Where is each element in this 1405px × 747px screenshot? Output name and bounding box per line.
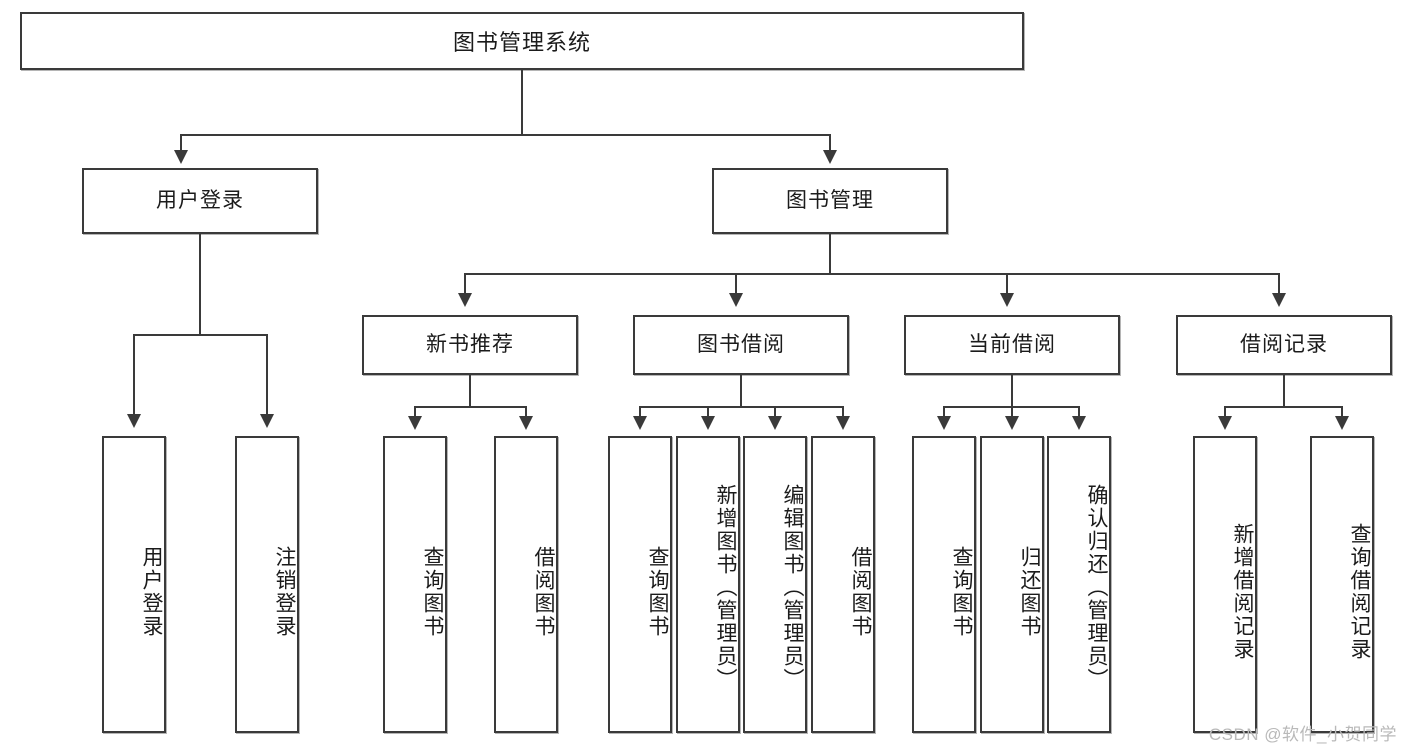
connector-nbr-drop-1: [525, 406, 527, 418]
connector-user-login-drop-0: [133, 334, 135, 416]
leaf-bb-borrow-book[interactable]: 借阅图书: [811, 436, 875, 733]
connector-bb-drop-2: [774, 406, 776, 418]
node-label: 借阅记录: [1240, 333, 1328, 357]
node-label: 借阅图书: [849, 545, 872, 638]
connector-br-stem: [1283, 375, 1285, 407]
node-label: 新书推荐: [426, 333, 514, 357]
leaf-bb-edit-book-admin[interactable]: 编辑图书（管理员）: [743, 436, 807, 733]
arrow-to-current-borrow: [1000, 293, 1014, 307]
connector-book-manage-stem: [829, 234, 831, 274]
arrow-to-leaf-bb-0: [633, 416, 647, 430]
connector-level3-drop-2: [1006, 273, 1008, 295]
connector-nbr-stem: [469, 375, 471, 407]
arrow-to-user-login: [174, 150, 188, 164]
connector-br-drop-0: [1224, 406, 1226, 418]
arrow-to-leaf-br-0: [1218, 416, 1232, 430]
connector-bb-drop-3: [842, 406, 844, 418]
connector-user-login-stem: [199, 234, 201, 335]
connector-root-bus: [180, 134, 831, 136]
node-label: 借阅图书: [532, 545, 555, 638]
node-user-login[interactable]: 用户登录: [82, 168, 318, 234]
connector-nbr-bus: [414, 406, 527, 408]
node-label: 注销登录: [273, 545, 296, 638]
node-label: 新增借阅记录: [1231, 522, 1254, 661]
leaf-bb-add-book-admin[interactable]: 新增图书（管理员）: [676, 436, 740, 733]
connector-bb-drop-1: [707, 406, 709, 418]
connector-root-stem: [521, 70, 523, 135]
arrow-to-book-manage: [823, 150, 837, 164]
arrow-to-leaf-logout: [260, 414, 274, 428]
connector-bb-bus: [639, 406, 844, 408]
node-label: 查询借阅记录: [1348, 522, 1371, 661]
node-label: 用户登录: [156, 189, 244, 213]
arrow-to-leaf-cb-1: [1005, 416, 1019, 430]
leaf-cb-return-book[interactable]: 归还图书: [980, 436, 1044, 733]
node-book-management[interactable]: 图书管理: [712, 168, 948, 234]
connector-level3-bus: [464, 273, 1280, 275]
node-current-borrow[interactable]: 当前借阅: [904, 315, 1120, 375]
arrow-to-leaf-bb-2: [768, 416, 782, 430]
node-new-book-recommend[interactable]: 新书推荐: [362, 315, 578, 375]
connector-level3-drop-1: [735, 273, 737, 295]
connector-root-drop-left: [180, 134, 182, 152]
arrow-to-leaf-bb-3: [836, 416, 850, 430]
node-label: 用户登录: [140, 545, 163, 638]
connector-level3-drop-3: [1278, 273, 1280, 295]
node-label: 查询图书: [421, 545, 444, 638]
node-label: 归还图书: [1018, 545, 1041, 638]
arrow-to-leaf-cb-2: [1072, 416, 1086, 430]
connector-root-drop-right: [829, 134, 831, 152]
arrow-to-leaf-nbr-1: [519, 416, 533, 430]
connector-bb-drop-0: [639, 406, 641, 418]
node-root-system[interactable]: 图书管理系统: [20, 12, 1024, 70]
arrow-to-leaf-nbr-0: [408, 416, 422, 430]
node-book-borrow[interactable]: 图书借阅: [633, 315, 849, 375]
connector-cb-drop-1: [1011, 406, 1013, 418]
node-label: 确认归还（管理员）: [1085, 484, 1108, 691]
arrow-to-leaf-bb-1: [701, 416, 715, 430]
leaf-nbr-query-book[interactable]: 查询图书: [383, 436, 447, 733]
connector-user-login-drop-1: [266, 334, 268, 416]
node-label: 查询图书: [646, 545, 669, 638]
leaf-logout[interactable]: 注销登录: [235, 436, 299, 733]
leaf-cb-confirm-return-admin[interactable]: 确认归还（管理员）: [1047, 436, 1111, 733]
node-label: 图书借阅: [697, 333, 785, 357]
connector-user-login-bus: [133, 334, 268, 336]
leaf-br-add-record[interactable]: 新增借阅记录: [1193, 436, 1257, 733]
arrow-to-leaf-cb-0: [937, 416, 951, 430]
leaf-bb-query-book[interactable]: 查询图书: [608, 436, 672, 733]
node-label: 新增图书（管理员）: [714, 484, 737, 691]
node-label: 编辑图书（管理员）: [781, 484, 804, 691]
node-label: 图书管理: [786, 189, 874, 213]
arrow-to-leaf-user-login: [127, 414, 141, 428]
connector-nbr-drop-0: [414, 406, 416, 418]
leaf-user-login[interactable]: 用户登录: [102, 436, 166, 733]
node-borrow-record[interactable]: 借阅记录: [1176, 315, 1392, 375]
connector-br-drop-1: [1341, 406, 1343, 418]
leaf-nbr-borrow-book[interactable]: 借阅图书: [494, 436, 558, 733]
leaf-br-query-record[interactable]: 查询借阅记录: [1310, 436, 1374, 733]
arrow-to-new-book-recommend: [458, 293, 472, 307]
connector-cb-drop-0: [943, 406, 945, 418]
arrow-to-leaf-br-1: [1335, 416, 1349, 430]
connector-br-bus: [1224, 406, 1343, 408]
leaf-cb-query-book[interactable]: 查询图书: [912, 436, 976, 733]
node-label: 当前借阅: [968, 333, 1056, 357]
connector-cb-stem: [1011, 375, 1013, 407]
node-label: 图书管理系统: [452, 30, 591, 55]
arrow-to-borrow-record: [1272, 293, 1286, 307]
arrow-to-book-borrow: [729, 293, 743, 307]
connector-bb-stem: [740, 375, 742, 407]
node-label: 查询图书: [950, 545, 973, 638]
connector-cb-drop-2: [1078, 406, 1080, 418]
connector-level3-drop-0: [464, 273, 466, 295]
